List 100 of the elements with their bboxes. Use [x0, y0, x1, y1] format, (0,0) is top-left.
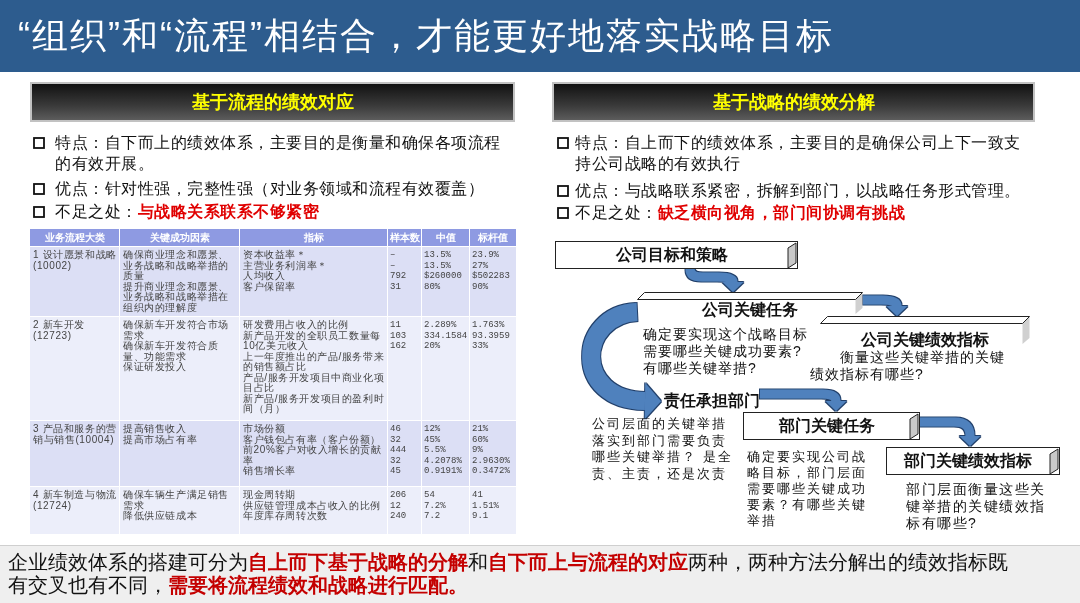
median-value: $260000: [424, 271, 462, 282]
median-value: 334.1584: [424, 330, 467, 341]
metric-name: 主营业务利润率＊: [243, 260, 328, 271]
table-header-cell: 样本数: [388, 229, 421, 246]
success-factor: 确保新车开发符合质量、功能需求: [123, 341, 220, 362]
median-value: 80%: [424, 281, 441, 292]
bullet-text: 不足之处：缺乏横向视角，部门间协调有挑战: [575, 202, 906, 223]
metric-name: 现金周转期: [243, 490, 296, 500]
bullet-text: 特点：自下而上的绩效体系，主要目的是衡量和确保各项流程的有效开展。: [55, 132, 502, 174]
curved-arrow: [760, 389, 847, 411]
sample-count: 45: [390, 466, 401, 477]
metric-name: 市场份额: [243, 424, 286, 435]
median-value: 45%: [424, 434, 441, 445]
median-value: 12%: [424, 424, 441, 435]
bullet-text: 不足之处：与战略关系联系不够紧密: [55, 201, 320, 222]
sample-count: 11: [390, 320, 401, 331]
panel-header: 基于战略的绩效分解: [552, 82, 1035, 122]
bullet-text: 优点：与战略联系紧密，拆解到部门，以战略任务形式管理。: [575, 180, 1022, 201]
benchmark-value: 27%: [472, 260, 489, 271]
metric-name: 供应链管理成本占收入的比例: [243, 500, 381, 511]
median-value: 5.5%: [424, 445, 446, 456]
metric-name: 上一年度推出的产品/服务带来的销售额占比: [243, 351, 385, 373]
metric-name: 研发费用占收入的比例: [243, 320, 349, 331]
summary-banner: 企业绩效体系的搭建可分为自上而下基于战略的分解和自下而上与流程的对应两种，两种方法分解出的绩效指标既有交叉也有不同，需要将流程绩效和战略进行匹配。: [0, 545, 1080, 603]
slide-title: “组织”和“流程”相结合，才能更好地落实战略目标: [18, 15, 834, 57]
benchmark-value: 2.9630%: [472, 455, 510, 466]
metric-name: 前20%客户对收入增长的贡献率: [243, 445, 383, 466]
metric-name: 新产品/服务开发项目的盈利时间（月）: [243, 393, 385, 415]
benchmark-value: 21%: [472, 424, 489, 435]
benchmark-value: 60%: [472, 434, 489, 445]
success-factor: 保证研发投入: [123, 362, 187, 373]
step-heading: 责任承担部门: [662, 391, 760, 411]
success-factor: 提升商业理念和愿景、业务战略和战略举措在组织内的理解度: [123, 281, 230, 313]
benchmark-value: 93.3959: [472, 330, 510, 341]
metric-name: 客户保留率: [243, 281, 296, 292]
metric-name: 人均收入: [243, 271, 286, 281]
table-header-cell: 标杆值: [470, 229, 516, 246]
sample-count: 103: [390, 330, 407, 341]
description-text: 确定要实现这个战略目标需要哪些关键成功要素?有哪些关键举措?: [643, 326, 809, 377]
metric-name: 客户钱包占有率（客户份额）: [243, 434, 381, 445]
sample-count: –: [390, 250, 396, 261]
table-header-cell: 中值: [422, 229, 469, 246]
benchmark-value: 9%: [472, 445, 483, 456]
metric-name: 年度库存周转次数: [243, 511, 328, 522]
metric-name: 销售增长率: [243, 466, 296, 477]
sample-count: 162: [390, 341, 407, 352]
sample-count: 46: [390, 424, 401, 435]
success-factor: 降低供应链成本: [123, 511, 198, 522]
process-category: 2 新车开发 (12723): [33, 320, 86, 341]
median-value: 4.2078%: [424, 455, 462, 466]
benchmark-value: 41: [472, 490, 483, 501]
sample-count: 206: [390, 490, 407, 501]
sample-count: 792: [390, 271, 407, 282]
description-text: 公司层面的关键举措落实到部门需要负责哪些关键举措？ 是全责、主责，还是次责: [592, 416, 734, 482]
median-value: 7.2%: [424, 500, 446, 511]
sample-count: 444: [390, 445, 407, 456]
benchmark-value: $502283: [472, 271, 510, 282]
median-value: 7.2: [424, 511, 441, 522]
process-box: 部门关键任务: [743, 412, 920, 440]
sample-count: 240: [390, 511, 407, 522]
benchmark-value: 1.51%: [472, 500, 499, 511]
process-box: 部门关键绩效指标: [886, 447, 1060, 475]
tier-heading-bar: 公司关键任务: [637, 292, 863, 318]
table-header-cell: 业务流程大类: [30, 229, 119, 246]
sample-count: 31: [390, 281, 401, 292]
success-factor: 提高市场占有率: [123, 434, 198, 445]
benchmark-value: 1.763%: [472, 320, 505, 331]
benchmark-value: 33%: [472, 341, 489, 352]
median-value: 13.5%: [424, 260, 451, 271]
table-header-cell: 指标: [240, 229, 387, 246]
success-factor: 确保商业理念和愿景、业务战略和战略举措的质量: [123, 250, 230, 281]
benchmark-value: 23.9%: [472, 250, 499, 261]
process-category: 3 产品和服务的营销与销售(10004): [33, 424, 117, 445]
sample-count: 12: [390, 500, 401, 511]
median-value: 2.289%: [424, 320, 457, 331]
median-value: 0.9191%: [424, 466, 462, 477]
description-text: 衡量这些关键举措的关键绩效指标有哪些?: [810, 349, 1006, 383]
table-header-cell: 关键成功因素: [120, 229, 239, 246]
process-box: 公司目标和策略: [555, 241, 798, 269]
curved-arrow: [685, 268, 744, 292]
process-category: 4 新车制造与物流 (12724): [33, 490, 117, 511]
bullet-text: 优点：针对性强，完整性强（对业务领域和流程有效覆盖）: [55, 178, 485, 199]
description-text: 确定要实现公司战略目标，部门层面需要哪些关键成功要素？有哪些关键举措: [747, 449, 868, 529]
bullet-text: 特点：自上而下的绩效体系，主要目的是确保公司上下一致支持公司战略的有效执行: [575, 133, 1022, 174]
metric-name: 产品/服务开发项目中商业化项目占比: [243, 372, 385, 394]
benchmark-value: 0.3472%: [472, 466, 510, 477]
sample-count: 32: [390, 455, 401, 466]
median-value: 54: [424, 490, 435, 501]
panel-header: 基于流程的绩效对应: [30, 82, 515, 122]
description-text: 部门层面衡量这些关键举措的关键绩效指标有哪些?: [906, 481, 1047, 532]
median-value: 20%: [424, 341, 441, 352]
tier-heading-bar: 公司关键绩效指标: [820, 316, 1030, 348]
sample-count: 32: [390, 434, 401, 445]
benchmark-value: 90%: [472, 281, 489, 292]
benchmark-value: 9.1: [472, 511, 489, 522]
median-value: 13.5%: [424, 250, 451, 261]
process-category: 1 设计愿景和战略 (10002): [33, 250, 117, 271]
metric-name: 新产品开发的全职员工数量每10亿美元收入: [243, 330, 382, 352]
sample-count: –: [390, 260, 396, 271]
success-factor: 确保车辆生产满足销售需求: [123, 490, 230, 511]
